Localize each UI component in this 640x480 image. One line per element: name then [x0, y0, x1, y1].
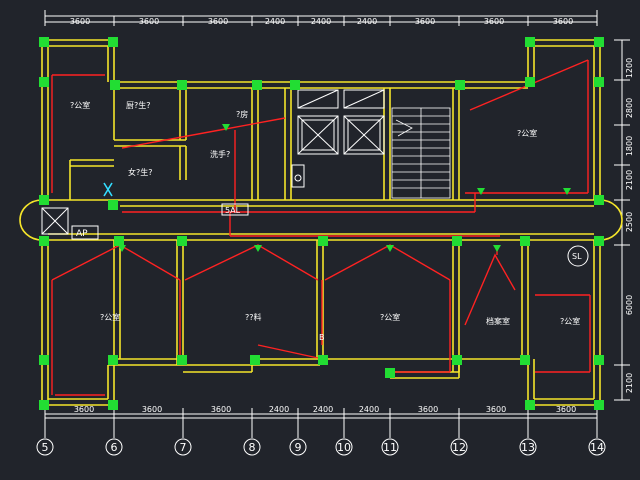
top-dim-3: 3600 [208, 17, 228, 26]
axis-label-6: 6 [111, 441, 118, 454]
axis-bubbles [36, 438, 606, 456]
female-wc-marker [103, 182, 113, 197]
room-office-se: ?公室 [560, 316, 580, 326]
bottom-dimension-chain [44, 408, 598, 438]
right-dim-3: 1800 [625, 136, 634, 156]
axis-labels: 5 6 7 8 9 10 11 12 13 14 [42, 441, 605, 454]
room-wash: 洗手? [210, 149, 230, 159]
bottom-dim-2: 3600 [142, 405, 162, 414]
bottom-dim-3: 3600 [211, 405, 231, 414]
right-dim-4: 2100 [625, 170, 634, 190]
room-office-s2: ??料 [245, 312, 262, 322]
right-dim-2: 2800 [625, 98, 634, 118]
top-dim-4: 2400 [265, 17, 285, 26]
room-labels: ?公室 厨?生? ?房 洗手? 女?生? ?公室 ?公室 ??料 ?公室 档案室… [70, 100, 580, 326]
switch-label: B [319, 333, 325, 342]
room-office-s3: ?公室 [380, 312, 400, 322]
bottom-dimension-labels: 3600 3600 3600 2400 2400 2400 3600 3600 … [74, 405, 576, 414]
bottom-dim-8: 3600 [486, 405, 506, 414]
elevator-shafts [297, 89, 385, 155]
axis-label-10: 10 [337, 441, 351, 454]
room-kitchen: ?房 [236, 109, 248, 119]
structural-columns [39, 37, 604, 410]
right-dim-6: 6000 [625, 295, 634, 315]
room-office-ne: ?公室 [517, 128, 537, 138]
room-kitchen-top: 厨?生? [126, 100, 151, 110]
top-dim-5: 2400 [311, 17, 331, 26]
bottom-dim-9: 3600 [556, 405, 576, 414]
room-archive: 档案室 [486, 316, 510, 326]
axis-label-5: 5 [42, 441, 49, 454]
bottom-dim-4: 2400 [269, 405, 289, 414]
top-dimension-chain [44, 10, 598, 26]
light-fixtures [118, 124, 571, 252]
bottom-dim-6: 2400 [359, 405, 379, 414]
room-office-nw: ?公室 [70, 100, 90, 110]
axis-label-13: 13 [521, 441, 535, 454]
right-dimension-labels: 1200 2800 1800 2100 2500 6000 2100 [625, 58, 634, 393]
axis-label-14: 14 [590, 441, 604, 454]
top-dim-2: 3600 [139, 17, 159, 26]
bottom-dim-1: 3600 [74, 405, 94, 414]
axis-label-11: 11 [383, 441, 397, 454]
top-dim-8: 3600 [484, 17, 504, 26]
top-dimension-labels: 3600 3600 3600 2400 2400 2400 3600 3600 … [70, 17, 573, 26]
axis-label-12: 12 [452, 441, 466, 454]
axis-label-8: 8 [249, 441, 256, 454]
axis-label-7: 7 [180, 441, 187, 454]
right-dim-5: 2500 [625, 212, 634, 232]
top-dim-1: 3600 [70, 17, 90, 26]
wiring-circuits [51, 59, 591, 396]
stairs [391, 107, 451, 199]
sl-label: SL [572, 252, 582, 261]
axis-label-9: 9 [295, 441, 302, 454]
room-female-wc: 女?生? [128, 167, 153, 177]
top-dim-6: 2400 [357, 17, 377, 26]
room-office-s1: ?公室 [100, 312, 120, 322]
panel-label: 5AL [225, 206, 241, 215]
bottom-dim-5: 2400 [313, 405, 333, 414]
walls-corridor [19, 82, 623, 372]
walls-outer [41, 39, 601, 406]
ap-label: AP [76, 229, 88, 239]
top-dim-9: 3600 [553, 17, 573, 26]
bottom-dim-7: 3600 [418, 405, 438, 414]
right-dim-7: 2100 [625, 373, 634, 393]
misc-symbols [41, 164, 589, 267]
right-dim-1: 1200 [625, 58, 634, 78]
symbol-labels: AP 5AL SL B [76, 206, 582, 342]
top-dim-7: 3600 [415, 17, 435, 26]
